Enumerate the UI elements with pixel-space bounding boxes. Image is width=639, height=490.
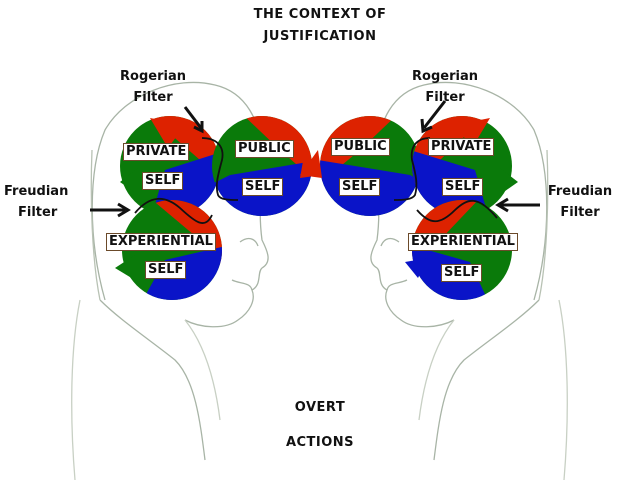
right-private-arrow-icon bbox=[455, 118, 490, 148]
right-rogerian-line-1: Rogerian bbox=[412, 69, 478, 84]
right-rogerian-filter-label: Rogerian Filter bbox=[400, 66, 490, 108]
right-public-self-label: SELF bbox=[340, 179, 380, 195]
left-public-self-label: SELF bbox=[243, 179, 283, 195]
right-freudian-filter-label: Freudian Filter bbox=[540, 181, 620, 223]
left-freudian-line-2: Filter bbox=[18, 205, 58, 220]
bottom-line-2: ACTIONS bbox=[285, 435, 355, 450]
left-freudian-line-1: Freudian bbox=[4, 184, 69, 199]
left-rogerian-line-2: Filter bbox=[133, 90, 173, 105]
right-private-self-label: SELF bbox=[443, 179, 483, 195]
left-experiential-arrow-icon bbox=[115, 255, 138, 282]
left-freudian-filter-label: Freudian Filter bbox=[4, 181, 84, 223]
right-experiential-label: EXPERIENTIAL bbox=[409, 234, 517, 250]
bottom-line-1: OVERT bbox=[294, 400, 346, 415]
left-private-arrow2-icon bbox=[120, 168, 140, 196]
overt-actions-label: OVERT ACTIONS bbox=[250, 390, 390, 460]
left-public-label: PUBLIC bbox=[236, 141, 293, 157]
left-private-self-label: SELF bbox=[143, 173, 183, 189]
right-rogerian-arrow-icon bbox=[422, 100, 447, 129]
left-private-arrow-icon bbox=[150, 118, 185, 148]
right-head-sketch bbox=[370, 81, 568, 481]
left-experiential-label: EXPERIENTIAL bbox=[107, 234, 215, 250]
left-rogerian-line-1: Rogerian bbox=[120, 69, 186, 84]
left-rogerian-arrow-icon bbox=[183, 106, 203, 129]
left-experiential-self-label: SELF bbox=[146, 262, 186, 278]
right-public-arrow-icon bbox=[300, 150, 322, 178]
right-private-label: PRIVATE bbox=[429, 139, 494, 155]
right-private-arrow2-icon bbox=[498, 168, 518, 196]
left-rogerian-filter-curve bbox=[201, 137, 239, 201]
diagram-title: THE CONTEXT OF JUSTIFICATION bbox=[220, 4, 420, 48]
right-experiential-self-label: SELF bbox=[442, 265, 482, 281]
right-freudian-line-1: Freudian bbox=[547, 184, 613, 199]
right-freudian-filter-curve bbox=[416, 199, 498, 223]
right-freudian-line-2: Filter bbox=[560, 205, 600, 220]
right-experiential-arrow-icon bbox=[405, 258, 428, 278]
left-rogerian-filter-label: Rogerian Filter bbox=[108, 66, 198, 108]
right-rogerian-filter-curve bbox=[393, 137, 431, 201]
right-public-label: PUBLIC bbox=[332, 139, 389, 155]
left-freudian-filter-curve bbox=[134, 197, 213, 224]
right-rogerian-line-2: Filter bbox=[425, 90, 465, 105]
left-private-label: PRIVATE bbox=[124, 144, 189, 160]
title-line-1: THE CONTEXT OF bbox=[253, 7, 387, 22]
title-line-2: JUSTIFICATION bbox=[263, 29, 377, 44]
